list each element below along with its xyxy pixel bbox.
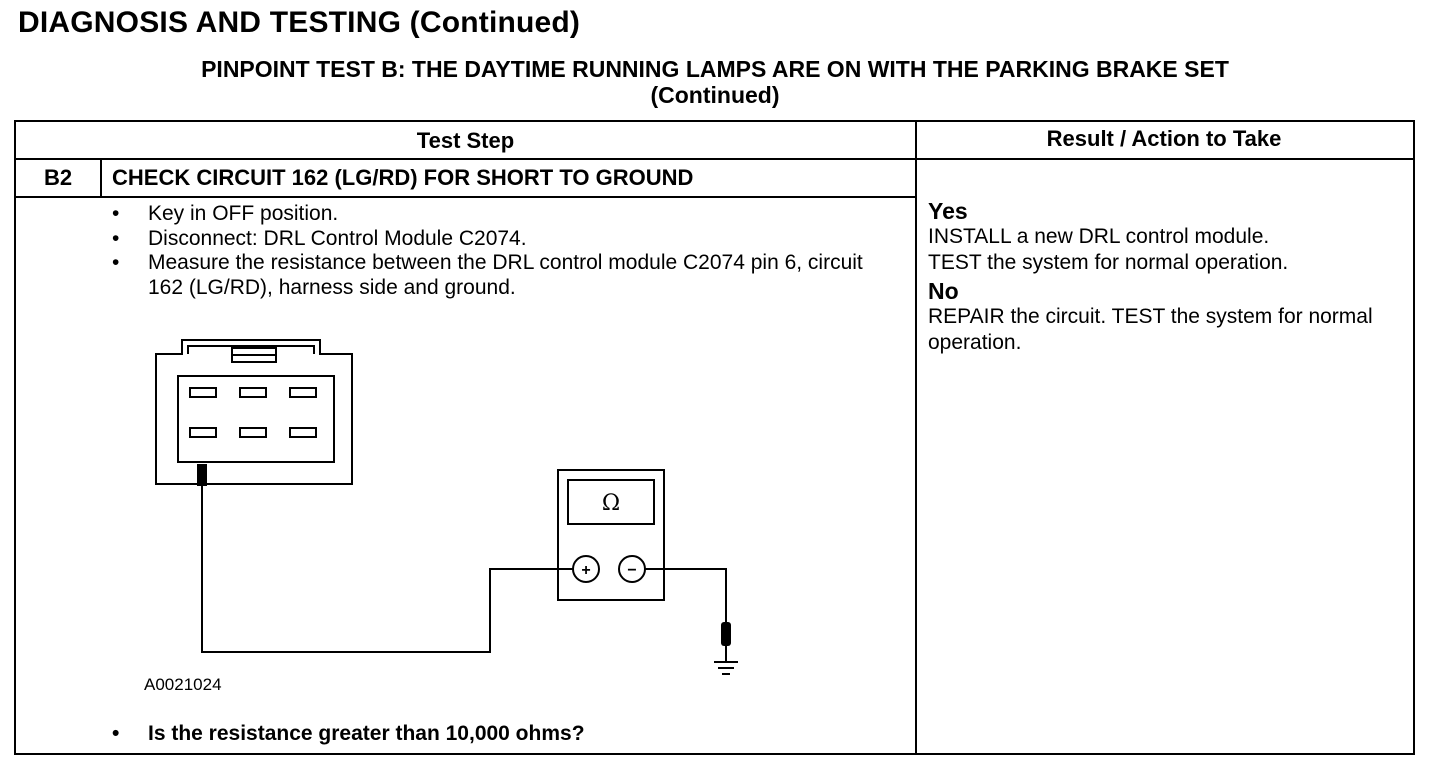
plus-jack-label: + bbox=[581, 562, 590, 579]
pin-cavity bbox=[239, 387, 267, 398]
test-lead-negative bbox=[645, 568, 727, 622]
probe-ground bbox=[721, 622, 731, 646]
minus-jack-label: − bbox=[627, 562, 636, 579]
result-yes-label: Yes bbox=[928, 198, 968, 224]
multimeter-body bbox=[557, 469, 665, 601]
probe-positive bbox=[197, 464, 207, 486]
instruction-text: Key in OFF position. bbox=[148, 202, 339, 225]
step-id: B2 bbox=[43, 165, 73, 190]
pinpoint-test-title: PINPOINT TEST B: THE DAYTIME RUNNING LAM… bbox=[0, 56, 1430, 108]
figure-id: A0021024 bbox=[144, 675, 222, 694]
page-title: DIAGNOSIS AND TESTING (Continued) bbox=[18, 6, 581, 39]
instruction-item: • Measure the resistance between the DRL… bbox=[112, 251, 902, 300]
test-title-line2: (Continued) bbox=[650, 82, 780, 108]
instruction-text: Measure the resistance between the DRL c… bbox=[148, 251, 863, 299]
result-no-label: No bbox=[928, 278, 959, 304]
test-lead-positive bbox=[201, 482, 573, 653]
bullet-icon: • bbox=[112, 226, 120, 250]
connector-face bbox=[177, 375, 335, 463]
wiring-diagram: Ω + − bbox=[155, 339, 738, 675]
pinpoint-test-table: Test Step Result / Action to Take B2 CHE… bbox=[14, 120, 1415, 755]
ohm-symbol: Ω bbox=[602, 491, 620, 516]
pin-cavity bbox=[189, 427, 217, 438]
test-question: • Is the resistance greater than 10,000 o… bbox=[112, 722, 585, 746]
result-no-text: REPAIR the circuit. TEST the system for … bbox=[928, 305, 1373, 354]
instruction-item: • Key in OFF position. bbox=[112, 202, 902, 227]
step-id-divider bbox=[100, 158, 102, 196]
column-divider bbox=[915, 122, 917, 753]
step-instructions: • Key in OFF position. • Disconnect: DRL… bbox=[112, 202, 902, 300]
header-result-action: Result / Action to Take bbox=[1046, 126, 1282, 151]
result-yes-text: INSTALL a new DRL control module. TEST t… bbox=[928, 225, 1289, 274]
pin-cavity bbox=[189, 387, 217, 398]
result-action: Yes INSTALL a new DRL control module. TE… bbox=[928, 198, 1398, 356]
bullet-icon: • bbox=[112, 722, 120, 745]
test-title-line1: PINPOINT TEST B: THE DAYTIME RUNNING LAM… bbox=[201, 56, 1229, 82]
multimeter-display bbox=[567, 479, 655, 525]
bullet-icon: • bbox=[112, 251, 120, 274]
header-divider-right bbox=[915, 158, 1413, 160]
step-title-divider bbox=[16, 196, 915, 198]
connector-latch bbox=[187, 345, 315, 354]
pin-cavity bbox=[289, 387, 317, 398]
instruction-text: Disconnect: DRL Control Module C2074. bbox=[148, 226, 527, 250]
step-title: CHECK CIRCUIT 162 (LG/RD) FOR SHORT TO G… bbox=[112, 165, 694, 190]
bullet-icon: • bbox=[112, 202, 120, 225]
question-text: Is the resistance greater than 10,000 oh… bbox=[148, 722, 585, 745]
instruction-item: • Disconnect: DRL Control Module C2074. bbox=[112, 227, 902, 252]
header-test-step: Test Step bbox=[416, 128, 515, 153]
pin-cavity bbox=[289, 427, 317, 438]
connector-housing bbox=[155, 339, 353, 485]
pin-cavity bbox=[239, 427, 267, 438]
header-divider-left bbox=[16, 158, 915, 160]
